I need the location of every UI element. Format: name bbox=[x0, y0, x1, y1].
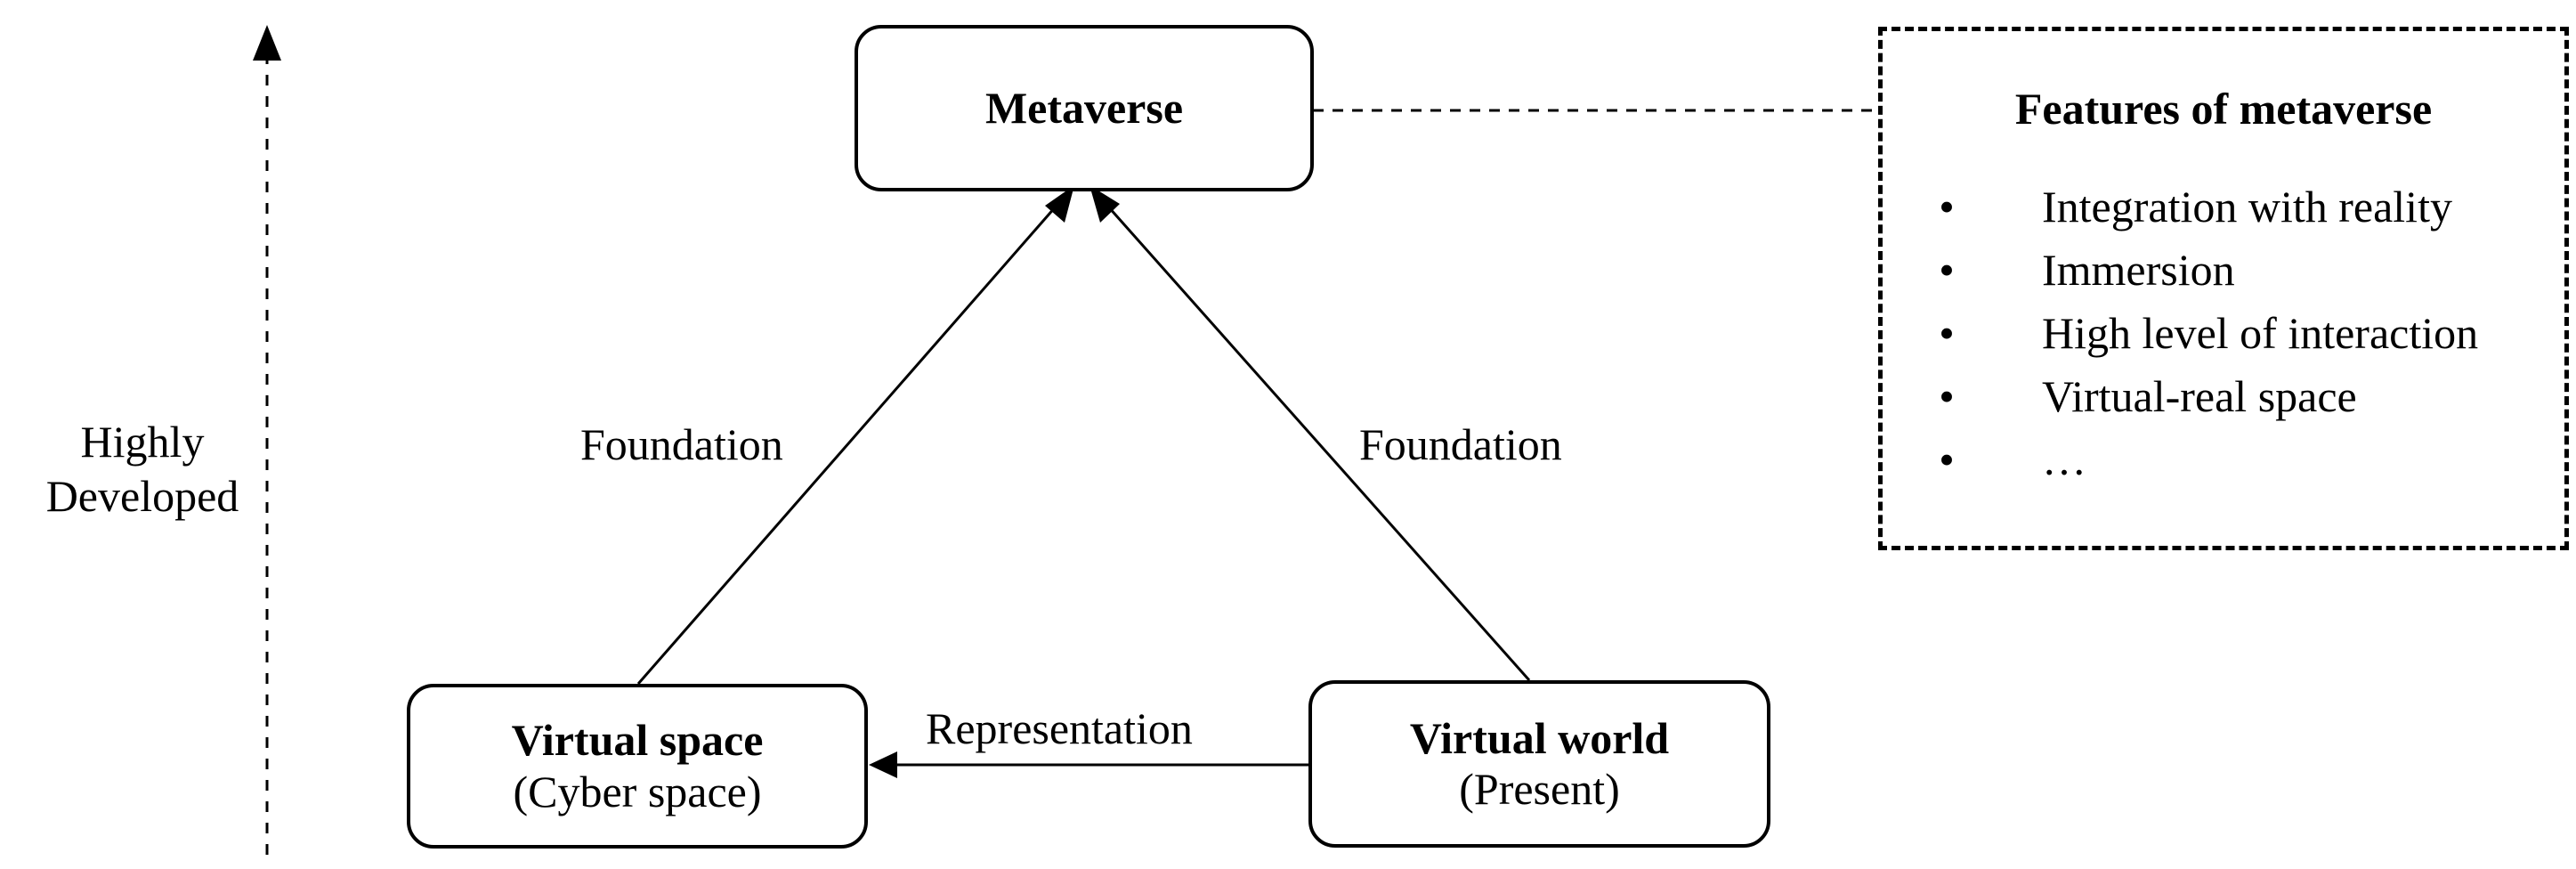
feature-item: • High level of interaction bbox=[1929, 302, 2564, 365]
right-foundation-arrowhead bbox=[1090, 185, 1120, 223]
virtual-world-node-subtitle: (Present) bbox=[1459, 764, 1620, 814]
feature-item: • … bbox=[1929, 428, 2564, 491]
features-list: • Integration with reality • Immersion •… bbox=[1883, 175, 2564, 491]
feature-text: High level of interaction bbox=[2042, 308, 2479, 358]
feature-item: • Virtual-real space bbox=[1929, 365, 2564, 428]
bullet-icon: • bbox=[1939, 182, 1955, 231]
features-box: Features of metaverse • Integration with… bbox=[1878, 27, 2569, 550]
feature-text: Immersion bbox=[2042, 245, 2235, 295]
bullet-icon: • bbox=[1939, 308, 1955, 358]
metaverse-node: Metaverse bbox=[855, 25, 1314, 191]
right-foundation-arrow bbox=[1106, 206, 1531, 681]
development-axis-label: Highly Developed bbox=[36, 415, 249, 524]
axis-label-line1: Highly bbox=[80, 417, 205, 467]
bullet-icon: • bbox=[1939, 434, 1955, 484]
metaverse-node-title: Metaverse bbox=[984, 82, 1184, 133]
bullet-icon: • bbox=[1939, 371, 1955, 421]
left-foundation-arrowhead bbox=[1045, 185, 1074, 223]
representation-arrowhead bbox=[869, 751, 897, 778]
development-axis-arrowhead bbox=[253, 25, 281, 61]
features-title: Features of metaverse bbox=[2014, 84, 2433, 134]
representation-label: Representation bbox=[926, 703, 1193, 753]
axis-label-line2: Developed bbox=[45, 471, 239, 521]
feature-item: • Immersion bbox=[1929, 239, 2564, 302]
feature-text: … bbox=[2042, 434, 2086, 484]
feature-text: Integration with reality bbox=[2042, 182, 2452, 231]
feature-item: • Integration with reality bbox=[1929, 175, 2564, 239]
feature-text: Virtual-real space bbox=[2042, 371, 2357, 421]
left-foundation-label: Foundation bbox=[580, 419, 783, 469]
right-foundation-label: Foundation bbox=[1359, 419, 1562, 469]
virtual-space-node-title: Virtual space bbox=[511, 715, 764, 765]
virtual-space-node-subtitle: (Cyber space) bbox=[513, 766, 762, 816]
virtual-space-node: Virtual space (Cyber space) bbox=[407, 684, 868, 849]
virtual-world-node: Virtual world (Present) bbox=[1308, 680, 1770, 848]
left-foundation-arrow bbox=[636, 206, 1057, 685]
bullet-icon: • bbox=[1939, 245, 1955, 295]
virtual-world-node-title: Virtual world bbox=[1409, 712, 1670, 763]
